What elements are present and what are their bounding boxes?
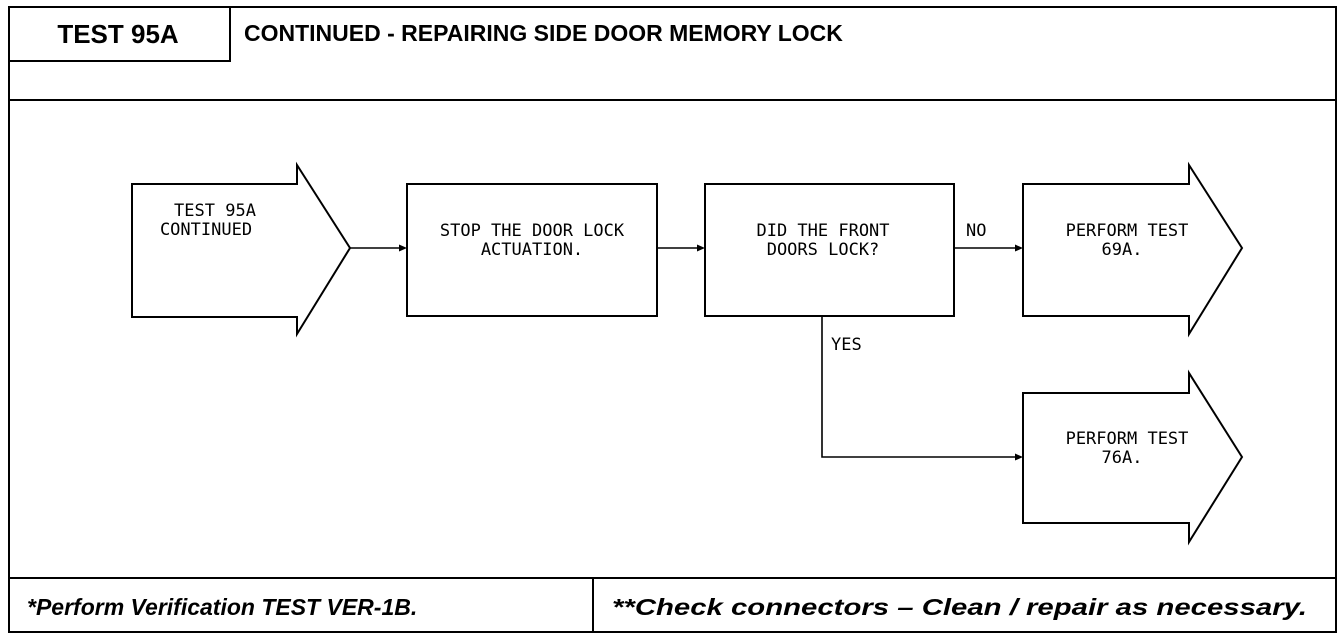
arrowhead-decision (697, 244, 705, 252)
result-test-76a-line1: PERFORM TEST (1066, 429, 1189, 449)
arrowhead-76a (1015, 453, 1023, 461)
step-stop-actuation-box (406, 183, 658, 317)
result-test-69a-line1: PERFORM TEST (1066, 221, 1189, 241)
decision-line2: DOORS LOCK? (767, 240, 880, 260)
step-stop-actuation-line2: ACTUATION. (481, 240, 583, 260)
start-label-line2: CONTINUED (160, 220, 252, 240)
result-test-76a-line2: 76A. (1102, 448, 1143, 468)
result-test-69a-arrow-box (1022, 161, 1244, 338)
result-test-69a-line2: 69A. (1102, 240, 1143, 260)
test-id: TEST 95A (57, 19, 179, 49)
footer-note-verification: *Perform Verification TEST VER-1B. (27, 594, 417, 620)
start-arrow-box (131, 161, 352, 338)
page-title: CONTINUED - REPAIRING SIDE DOOR MEMORY L… (244, 20, 843, 46)
arrowhead-69a (1015, 244, 1023, 252)
step-stop-actuation-line1: STOP THE DOOR LOCK (440, 221, 625, 241)
result-test-76a-arrow-box (1022, 369, 1244, 546)
start-label-line1: TEST 95A (174, 201, 256, 221)
arrowhead-step (399, 244, 407, 252)
test-id-box (8, 6, 231, 62)
branch-label-yes: YES (831, 335, 862, 355)
connector-decision-to-76a (821, 316, 1018, 458)
decision-line1: DID THE FRONT (756, 221, 889, 241)
decision-box (704, 183, 955, 317)
footer-note-connectors: **Check connectors – Clean / repair as n… (612, 594, 1307, 620)
sheet-border (8, 6, 1337, 633)
branch-label-no: NO (966, 221, 986, 241)
